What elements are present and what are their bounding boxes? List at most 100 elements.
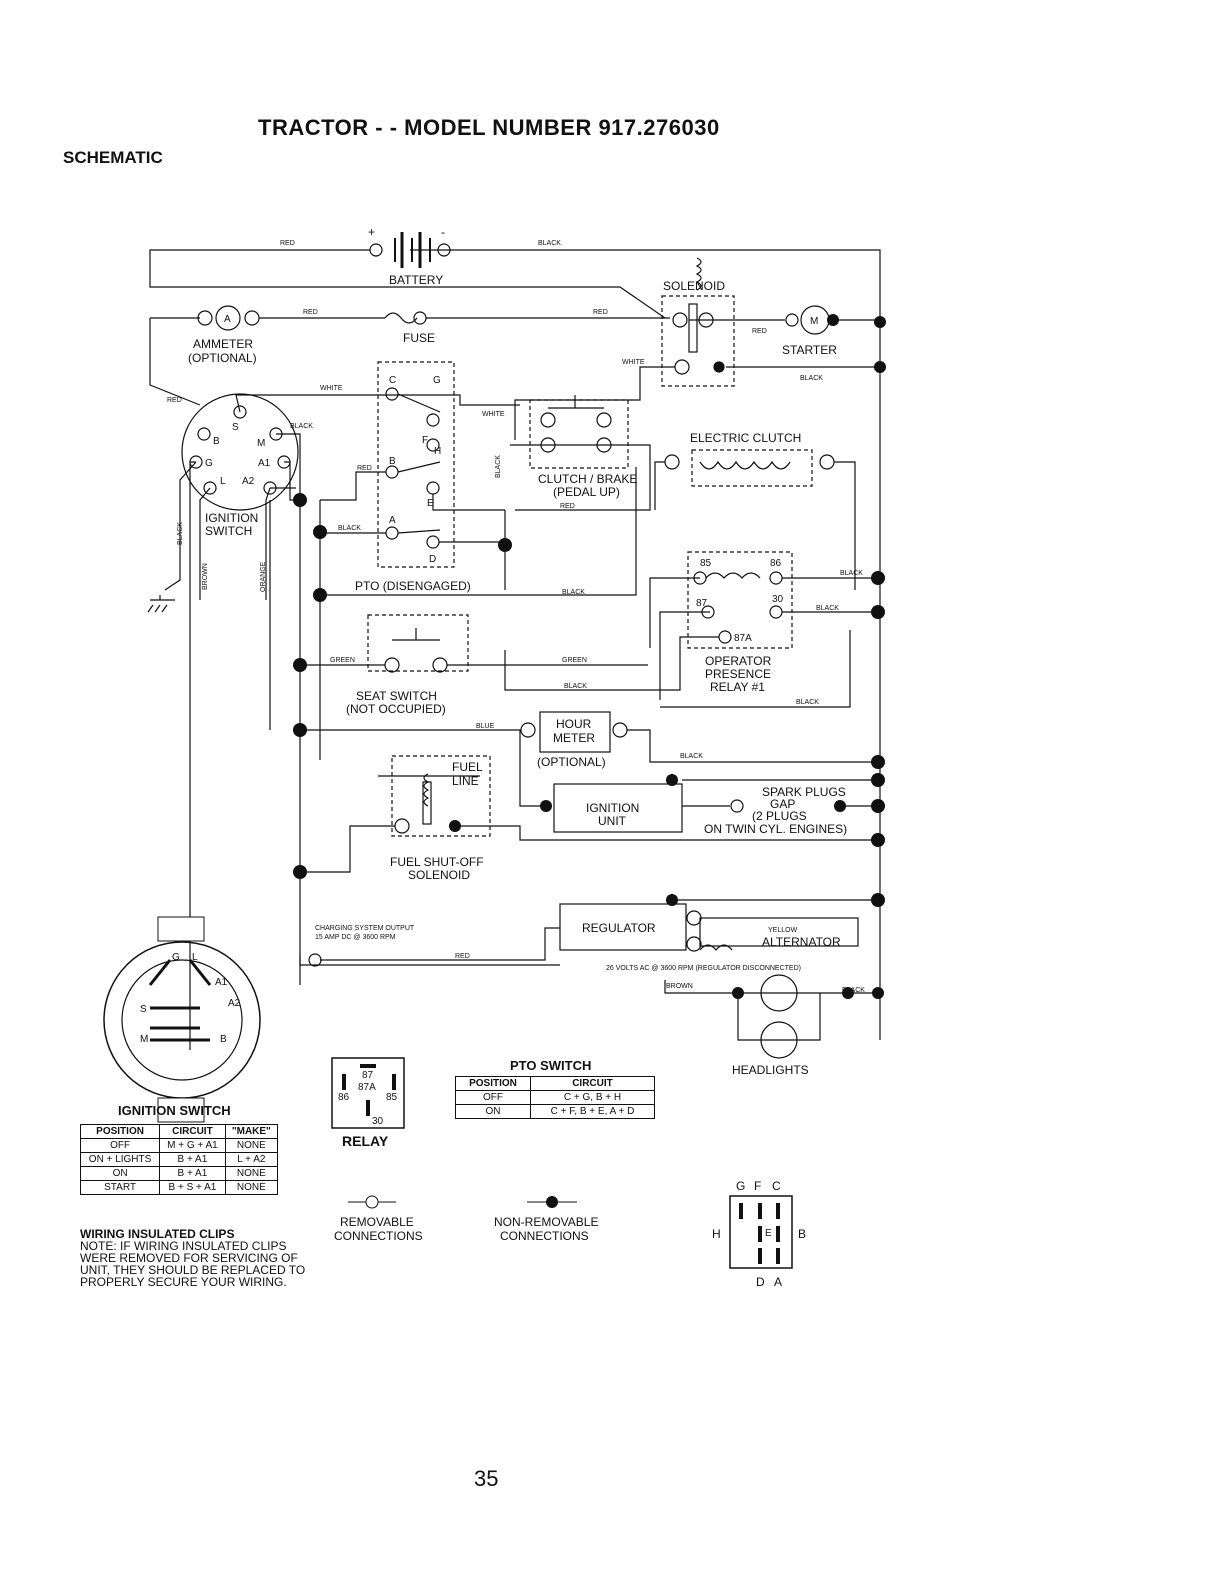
relay-pin-86: 86 [770,558,782,569]
wire-label-black: BLACK [842,987,865,994]
wire-label-black: BLACK [338,525,361,532]
ignition-switch-table: POSITION CIRCUIT "MAKE" OFF M + G + A1 N… [79,1124,279,1195]
table-cell: M + G + A1 [159,1138,226,1153]
battery-label: BATTERY [389,273,443,287]
section-heading: SCHEMATIC [63,148,163,167]
wire-label-red: RED [357,465,372,472]
ammeter-label: AMMETER [193,337,253,351]
legend-nonremovable: NON-REMOVABLE [494,1215,598,1229]
pto-pin-h: H [434,446,441,457]
wire-label-black: BLACK [796,699,819,706]
wire-label-green: GREEN [562,657,587,664]
wire-label-black: BLACK [495,455,502,478]
fuse-label: FUSE [403,331,435,345]
operator-relay-label: OPERATOR [705,654,772,668]
ignition-switch-face: G L A1 S A2 M B [103,916,261,1123]
table-row: OFF C + G, B + H [455,1090,656,1105]
wire-label-brown: BROWN [202,563,209,590]
ignition-unit-label2: UNIT [598,814,627,828]
pto-pin-f: F [422,435,428,446]
table-cell: NONE [224,1180,279,1195]
wire-label-black: BLACK [680,753,703,760]
wire-label-black: BLACK [564,683,587,690]
table-row: ON C + F, B + E, A + D [455,1104,656,1119]
wire-label-black: BLACK [538,240,561,247]
table-cell: ON + LIGHTS [79,1152,161,1167]
wire-label-orange: ORANGE [260,561,267,592]
table-cell: C + G, B + H [529,1090,656,1105]
ign-face-a1: A1 [215,977,228,988]
table-header: POSITION [455,1076,531,1091]
note-text: NOTE: IF WIRING INSULATED CLIPS WERE REM… [80,1239,306,1289]
ign-pin-g: G [205,458,213,469]
pto-pin-a: A [389,515,396,526]
alternator-ac-note: 26 VOLTS AC @ 3600 RPM (REGULATOR DISCON… [606,965,801,972]
fuel-solenoid-label2: SOLENOID [408,868,470,882]
pto-pin-g: G [433,375,441,386]
table-cell: ON [455,1104,531,1119]
relay-face-87: 87 [362,1070,374,1081]
ign-face-a2: A2 [228,998,241,1009]
relay-caption: RELAY [342,1133,389,1149]
spark-plugs-note: (2 PLUGS [752,809,807,823]
table-header: "MAKE" [224,1124,279,1139]
ign-pin-b: B [213,436,220,447]
pto-conn-c: C [772,1179,781,1193]
ign-face-m: M [140,1034,148,1045]
table-cell: B + A1 [159,1166,226,1181]
ignition-switch-label2: SWITCH [205,524,252,538]
table-cell: L + A2 [224,1152,279,1167]
ign-face-b: B [220,1034,227,1045]
solenoid-label: SOLENOID [663,279,725,293]
table-row: START B + S + A1 NONE [79,1180,279,1195]
legend-removable: REMOVABLE [340,1215,414,1229]
ignition-unit-label: IGNITION [586,801,639,815]
ign-pin-a2: A2 [242,476,255,487]
battery-positive-wire [149,249,666,319]
wire-label-black: BLACK [816,605,839,612]
table-row: ON + LIGHTS B + A1 L + A2 [79,1152,279,1167]
table-header: POSITION [79,1124,161,1139]
table-cell: OFF [455,1090,531,1105]
pto-table-caption: PTO SWITCH [510,1058,592,1073]
wire-label-red: RED [280,240,295,247]
fuel-line-label: FUEL [452,760,483,774]
seat-switch-sub-label: (NOT OCCUPIED) [346,702,446,716]
table-cell: NONE [224,1166,279,1181]
ign-face-l: L [192,952,198,963]
pto-connector-face: G F C H E B D A [712,1179,806,1289]
relay-pin-85: 85 [700,558,712,569]
table-cell: ON [79,1166,161,1181]
wire-label-red: RED [752,328,767,335]
wire-label-black: BLACK [177,522,184,545]
clutch-brake-label: CLUTCH / BRAKE [538,472,637,486]
wire-label-brown: BROWN [666,983,693,990]
fuel-solenoid-label: FUEL SHUT-OFF [390,855,484,869]
relay-face-30: 30 [372,1116,384,1127]
ign-face-g: G [172,952,180,963]
starter-letter: M [810,316,818,327]
wire-label-black: BLACK [562,589,585,596]
relay-face-87a: 87A [358,1082,376,1093]
alternator-label: ALTERNATOR [762,935,841,949]
battery-minus-label: - [441,225,445,239]
table-cell: B + A1 [159,1152,226,1167]
wire-label-black: BLACK [800,375,823,382]
pto-pin-e: E [427,498,434,509]
legend: REMOVABLE CONNECTIONS NON-REMOVABLE CONN… [334,1195,598,1243]
table-header: CIRCUIT [159,1124,226,1139]
seat-switch-label: SEAT SWITCH [356,689,437,703]
ammeter-letter: A [224,314,231,325]
ignition-switch-label: IGNITION [205,511,258,525]
wire-label-yellow: YELLOW [768,927,798,934]
wire-label-white: WHITE [622,359,645,366]
wire-label-red: RED [455,953,470,960]
headlights-label: HEADLIGHTS [732,1063,809,1077]
table-cell: NONE [224,1138,279,1153]
table-header: CIRCUIT [529,1076,656,1091]
wire-label-red: RED [560,503,575,510]
operator-relay-label2: PRESENCE [705,667,771,681]
spark-gap-label: GAP [770,797,795,811]
relay-pin-30: 30 [772,594,784,605]
